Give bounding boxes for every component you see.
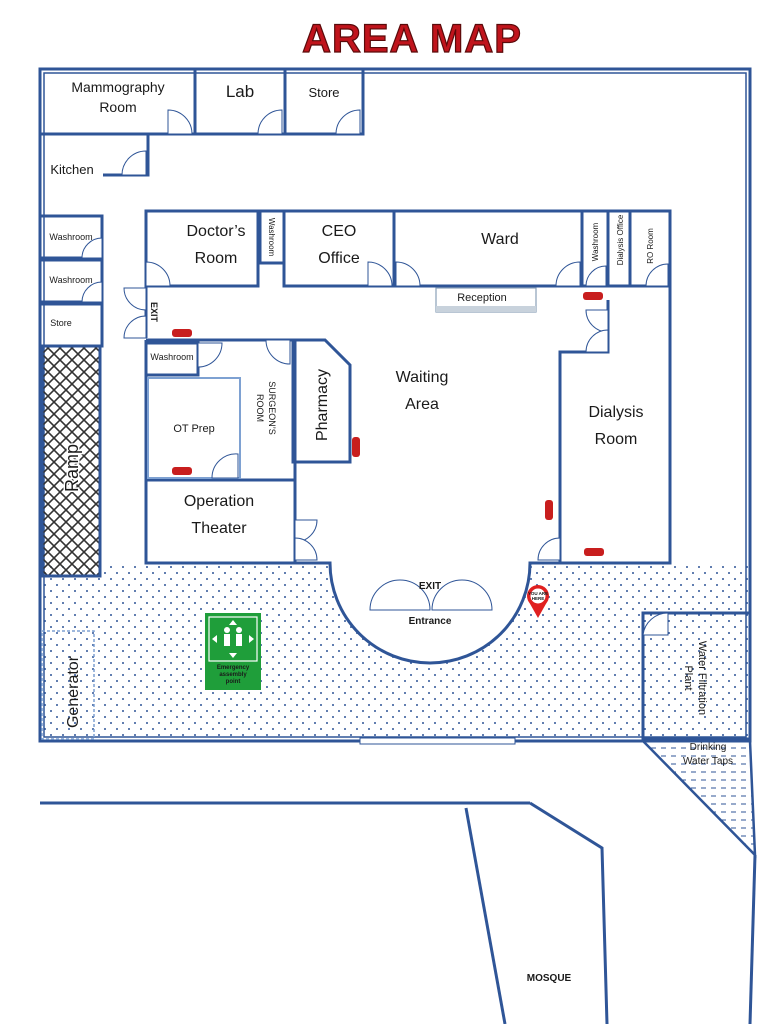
fire-extinguisher-icon (172, 292, 604, 556)
label-surgeons-room: SURGEON’SROOM (255, 381, 277, 435)
label-washroom-ot: Washroom (150, 352, 193, 362)
label-washroom-right: Washroom (591, 222, 600, 261)
exit-left-label: EXIT (149, 302, 159, 323)
ward-room (392, 209, 584, 288)
mosque-plot-edge (529, 801, 609, 1024)
label-generator: Generator (65, 655, 82, 728)
front-gate (359, 737, 516, 745)
label-reception: Reception (457, 292, 507, 304)
road-edge-diagonal (464, 807, 507, 1024)
reception-counter (436, 306, 536, 312)
label-washroom-left-2: Washroom (49, 275, 92, 285)
map-title: AREA MAP (302, 17, 522, 61)
washroom-left-1 (38, 214, 104, 260)
label-kitchen: Kitchen (50, 162, 93, 177)
label-washroom-left-1: Washroom (49, 232, 92, 242)
label-ro-room: RO Room (646, 228, 655, 264)
label-water-filtration: Water FiltrationPlant (682, 641, 708, 715)
drinking-water-taps (640, 739, 757, 859)
ot-prep-room (147, 377, 241, 479)
label-mosque: MOSQUE (527, 973, 572, 984)
label-pharmacy: Pharmacy (314, 369, 331, 441)
store-top-room (283, 67, 365, 136)
label-ward: Ward (481, 231, 519, 248)
label-ramp: Ramp (62, 444, 82, 492)
label-washroom-doctor: Washroom (267, 218, 276, 257)
label-store-left: Store (50, 318, 72, 328)
waiting-front-arc (295, 561, 560, 665)
washroom-left-2 (38, 258, 104, 304)
courtyard (40, 563, 750, 741)
water-filtration-plant (641, 611, 752, 741)
label-ot-prep: OT Prep (173, 423, 214, 435)
generator-area (41, 630, 95, 740)
exit-main-label: EXIT (419, 581, 441, 592)
east-boundary (748, 854, 757, 1024)
door-swing-icon (81, 109, 669, 636)
label-lab: Lab (226, 82, 254, 101)
label-dialysis-office: Dialysis Office (616, 214, 625, 265)
label-store-top: Store (308, 85, 339, 100)
ramp (40, 344, 102, 578)
entrance-label: Entrance (409, 616, 452, 627)
doctors-room (144, 209, 260, 288)
pharmacy (291, 338, 352, 464)
